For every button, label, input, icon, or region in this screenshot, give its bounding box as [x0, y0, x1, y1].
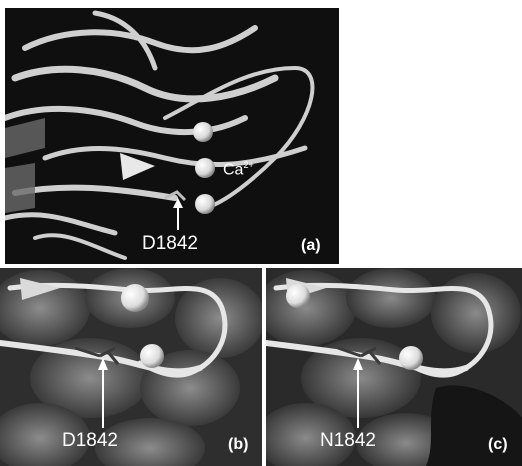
residue-label-c: N1842 [320, 430, 376, 452]
surface-diagram-b [0, 268, 262, 466]
residue-label-b: D1842 [62, 430, 118, 452]
panel-b-surface-view: D1842 (b) [0, 268, 262, 466]
calcium-ion-1 [193, 122, 213, 142]
ion-element-text: Ca [223, 161, 243, 178]
calcium-ion-c1 [286, 284, 310, 308]
panel-tag-a: (a) [301, 237, 321, 255]
ion-charge-text: 2+ [243, 160, 253, 170]
residue-label-a: D1842 [142, 233, 198, 255]
calcium-ion-b2 [140, 344, 164, 368]
panel-tag-b: (b) [228, 436, 248, 454]
calcium-ion-label: Ca2+ [223, 160, 254, 179]
surface-diagram-c [266, 268, 522, 466]
calcium-ion-2 [195, 158, 215, 178]
calcium-ion-c2 [399, 346, 423, 370]
calcium-ion-b1 [121, 284, 149, 312]
ribbon-diagram-a [5, 8, 339, 264]
panel-tag-c: (c) [488, 436, 508, 454]
panel-a-ribbon-structure: Ca2+ D1842 (a) [5, 8, 339, 264]
calcium-ion-3 [195, 194, 215, 214]
panel-c-surface-view: N1842 (c) [266, 268, 522, 466]
